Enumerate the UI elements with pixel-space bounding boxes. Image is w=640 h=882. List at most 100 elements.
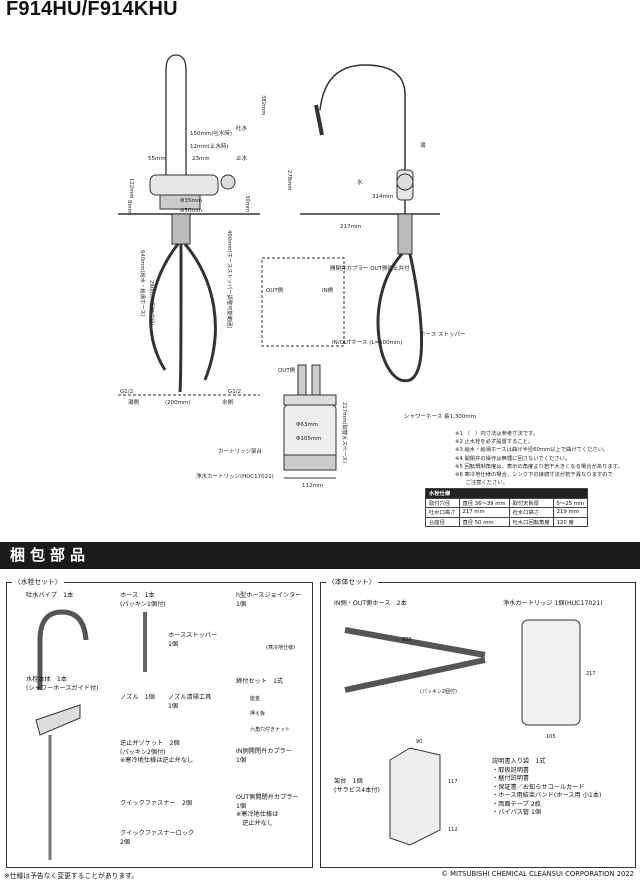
item-fix-set: 締付セット 1式 (236, 678, 284, 685)
label-hose-stopper: ホース ストッパー (420, 331, 465, 338)
label-out: 吐水 (236, 124, 248, 132)
footer-note: ※仕様は予告なく変更することがあります。 (4, 872, 139, 880)
spec-cell: 吐水口回転角度 (508, 516, 554, 527)
table-row: 吐水口高さ 217 mm 吐水口高さ 219 mm (425, 507, 589, 518)
note-line: ※5 回転規制角度は、表示の角度より若干大きくなる場合があります。 (455, 463, 623, 470)
item-press: 押え板 (250, 711, 266, 717)
label-inout-hose: IN/OUTホース (L=600mm) (332, 339, 402, 346)
dim-stand-h: 117 (448, 779, 458, 785)
spec-cell: 取付穴径 (425, 497, 460, 508)
dim-30: 30mm (244, 195, 250, 212)
item-h-joint: h型ホースジョインター 1個 (236, 592, 302, 608)
item-hose: ホース 1本 (パッキン1個付) (120, 592, 166, 608)
front-shank (171, 213, 191, 245)
spec-cell: 5～25 mm (552, 497, 589, 508)
packing-title: 梱包部品 (0, 542, 640, 569)
dim-cart-w: 105 (546, 734, 556, 740)
item-spout: 吐水パイプ 1本 (26, 592, 74, 599)
dim-200: (200mm) (165, 400, 191, 406)
faucet-set-label: 〈水栓セット〉 (12, 576, 64, 586)
spec-cell: 直径 36～39 mm (458, 497, 510, 508)
label-valve: 開閉弁カプラー OUT側逆止弁付 (330, 264, 410, 272)
notes-block: ※1 （ ）内寸法は参考寸法です。 ※2 止水栓を必ず設置すること。 ※3 給水… (455, 430, 640, 487)
label-cold: 水 (357, 178, 363, 186)
dim-stand-d: 112 (448, 827, 458, 833)
front-handle (220, 174, 236, 190)
note-line: ※3 給水・給湯ホースは曲げ半径60mm以上で曲げてください。 (455, 447, 609, 454)
pk-spout-draw (37, 609, 89, 690)
item-docs: 説明書入り袋 1式 ・取扱説明書 ・据付説明書 ・保証書／お知らせコールカード … (492, 758, 602, 816)
front-faucet-body (149, 174, 219, 196)
front-hose-right (183, 243, 217, 381)
note-line: ※2 止水栓を必ず設置すること。 (455, 439, 534, 446)
item-socket: 逆止弁ソケット 2個 (パッキン2個付) ※寒冷地仕様は逆止弁なし (120, 740, 194, 764)
front-base (159, 194, 201, 210)
body-set-box (320, 582, 636, 868)
front-shower-hose (178, 244, 183, 393)
spec-cell: 直径 50 mm (458, 516, 510, 527)
spec-cell: 台座径 (425, 516, 460, 527)
page-title: F914HU/F914KHU (6, 0, 178, 20)
dim-phi63: Φ63mm (296, 422, 318, 428)
item-fastener: クイックファスナー 2個 (120, 800, 192, 807)
spec-cell: 吐水口高さ (508, 507, 554, 518)
label-stop: 止水 (236, 154, 248, 162)
dim-cab: 290mm(配管穴径) (148, 280, 156, 326)
label-g12-left: G1/2 (120, 389, 133, 395)
spec-cell: 219 mm (552, 507, 589, 518)
item-cartridge: 浄水カートリッジ 1個(HUC17021) (503, 600, 603, 607)
dim-23: 23mm (192, 156, 210, 162)
pk-inout-hose-1 (344, 627, 486, 658)
note-line: ※4 開閉弁の操作は無理に回さないでください。 (455, 455, 571, 462)
item-washer: 座金 (250, 696, 261, 702)
dim-stop: 400mm(ホースストッパー調整可能範囲) (226, 230, 234, 328)
item-body: 水栓本体 1本 (シャワーホースガイド付) (26, 676, 99, 692)
item-inout-hose: IN側・OUT側ホース 2本 (334, 600, 407, 607)
front-hose-left (149, 243, 180, 371)
side-hose-loop (376, 252, 424, 383)
item-nozzle: ノズル 1個 (120, 694, 155, 701)
dim-space: 217mm(取替えスペース) (341, 402, 349, 463)
body-set-label: 〈本体セット〉 (326, 576, 378, 586)
item-stopper: ホースストッパー 1個 (168, 632, 218, 648)
side-handle (396, 173, 414, 191)
side-faucet-pipe (319, 64, 406, 215)
label-shower-hose: シャワーホース 長1,300mm (404, 413, 476, 420)
table-row: 台座径 直径 50 mm 吐水口回転角度 120 度 (425, 516, 589, 527)
dim-hose-len: 600 (402, 637, 412, 643)
pk-cart-draw (521, 619, 581, 726)
label-mizu: 水側 (222, 398, 234, 406)
note-line: ご注意ください。 (455, 480, 508, 487)
label-cartridge: 浄水カートリッジ(HUC17021) (196, 472, 274, 480)
front-faucet-pipe (165, 54, 187, 195)
cabinet-box (261, 257, 345, 347)
dim-122: 122mm (128, 178, 134, 198)
coupler-right (311, 364, 321, 396)
dim-12: 12mm(止水時) (190, 142, 229, 150)
pk-body-draw (35, 704, 81, 736)
item-in-coupler: IN側開閉弁カプラー 1個 (236, 748, 292, 764)
table-row: 取付穴径 直径 36～39 mm 取付天板厚 5～25 mm (425, 497, 589, 508)
dim-hose: 640mm(給水・給湯ホース) (139, 250, 147, 317)
dim-55: 55mm (148, 156, 166, 162)
spec-table: 水栓仕様 取付穴径 直径 36～39 mm 取付天板厚 5～25 mm 吐水口高… (424, 488, 589, 527)
item-nozzle-tool: ノズル清掃工具 1個 (168, 694, 212, 710)
side-spout-head (314, 104, 324, 136)
label-g12-right: G1/2 (228, 389, 241, 395)
cartridge-bottom (283, 454, 337, 471)
dim-phi105: Φ105mm (296, 436, 322, 442)
spec-cell: 120 度 (552, 516, 589, 527)
dim-314: 314mm (372, 194, 393, 200)
dim-phi35: Φ35mm (180, 198, 202, 204)
spec-cell: 吐水口高さ (425, 507, 460, 518)
label-hot: 湯 (420, 141, 426, 149)
side-shank (397, 213, 413, 255)
label-in-side: IN側 (322, 286, 334, 294)
pk-stand-draw (389, 747, 441, 846)
cartridge-base-draw (283, 394, 337, 406)
dim-150: 150mm(吐水時) (190, 129, 232, 137)
note-line: ※1 （ ）内寸法は参考寸法です。 (455, 431, 539, 437)
dim-382: 382mm (260, 95, 266, 115)
dim-stand-w: 90 (416, 739, 423, 745)
